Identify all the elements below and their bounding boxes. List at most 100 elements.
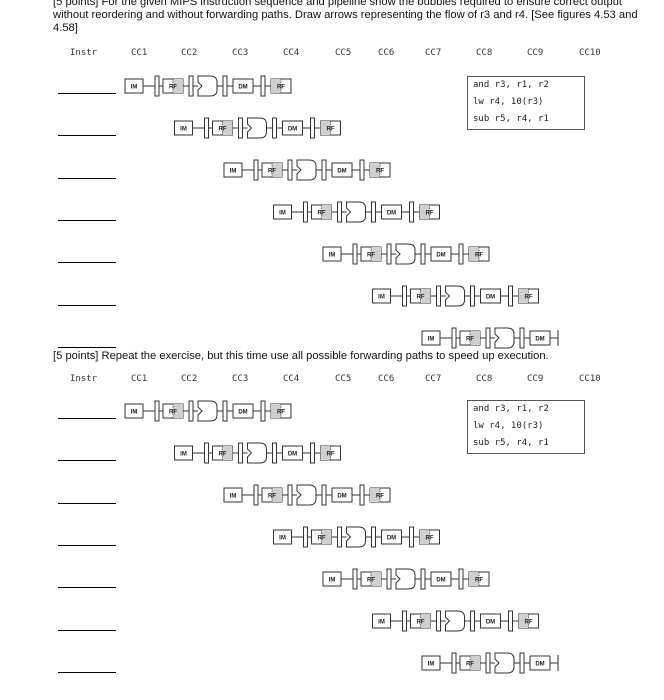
- cycle-header-cc1: CC1: [131, 48, 148, 58]
- rf-read-shade: [420, 614, 431, 628]
- pipeline-register: [420, 568, 426, 590]
- dm-label: DM: [436, 252, 445, 258]
- cycle-header-cc2: CC2: [181, 48, 198, 58]
- alu-shape: [395, 243, 416, 265]
- rf-write-label: RF: [277, 84, 285, 90]
- im-label: IM: [180, 451, 187, 457]
- code-line-2: lw r4, 10(r3): [473, 421, 544, 431]
- rf-read-shade: [173, 79, 183, 93]
- answer-blank-line[interactable]: [58, 587, 116, 589]
- answer-blank-line[interactable]: [58, 93, 116, 94]
- cycle-header-cc2: CC2: [181, 374, 198, 384]
- pipeline-register: [470, 610, 475, 632]
- dm-label: DM: [387, 210, 396, 216]
- im-label: IM: [180, 126, 187, 132]
- answer-blank-line[interactable]: [58, 460, 116, 462]
- rf-read-label: RF: [268, 493, 276, 499]
- code-line-1: and r3, r1, r2: [473, 404, 549, 414]
- pipeline-register: [359, 484, 365, 506]
- cycle-header-cc6: CC6: [378, 374, 395, 384]
- answer-blank-line[interactable]: [58, 346, 116, 348]
- rf-read-label: RF: [219, 126, 227, 132]
- pipeline-register: [337, 526, 342, 548]
- answer-blank-line[interactable]: [58, 135, 116, 137]
- rf-write-label: RF: [277, 409, 285, 415]
- rf-read-shade: [321, 530, 332, 544]
- rf-write-label: RF: [327, 126, 335, 132]
- rf-read-shade: [470, 656, 480, 670]
- pipeline-register: [451, 327, 457, 349]
- code-line-2: lw r4, 10(r3): [473, 97, 544, 107]
- rf-write-label: RF: [426, 535, 434, 541]
- answer-blank-line[interactable]: [58, 502, 116, 504]
- code-box-1: and r3, r1, r2 lw r4, 10(r3) sub r5, r4,…: [467, 76, 585, 130]
- rf-read-shade: [321, 205, 332, 219]
- answer-blank-line[interactable]: [58, 671, 116, 673]
- rf-read-label: RF: [268, 168, 276, 174]
- im-label: IM: [378, 294, 385, 300]
- alu-shape: [247, 117, 267, 139]
- cycle-header-cc5: CC5: [335, 48, 352, 58]
- dm-label: DM: [436, 577, 445, 583]
- rf-write-shade: [271, 404, 281, 418]
- rf-write-shade: [271, 79, 281, 93]
- rf-write-shade: [469, 247, 479, 261]
- pipeline-register: [204, 442, 209, 464]
- im-label: IM: [131, 84, 138, 90]
- alu-shape: [494, 652, 515, 674]
- rf-read-label: RF: [417, 294, 425, 300]
- pipeline-register: [458, 568, 464, 590]
- answer-blank-line[interactable]: [58, 629, 116, 631]
- answer-blank-line[interactable]: [58, 418, 116, 419]
- pipeline-register: [272, 442, 277, 464]
- rf-write-shade: [320, 446, 331, 460]
- pipeline-register: [485, 327, 491, 349]
- rf-write-label: RF: [525, 619, 533, 625]
- answer-blank-line[interactable]: [58, 262, 116, 264]
- pipeline-stage-group: IM RF DM RF: [174, 117, 341, 139]
- rf-write-shade: [469, 572, 479, 586]
- rf-write-shade: [320, 121, 331, 135]
- rf-read-shade: [371, 247, 381, 261]
- cycle-header-cc5: CC5: [335, 374, 352, 384]
- rf-read-shade: [222, 121, 233, 135]
- answer-blank-line[interactable]: [58, 177, 116, 179]
- code-line-3: sub r5, r4, r1: [473, 438, 549, 448]
- pipeline-register: [519, 652, 525, 674]
- im-label: IM: [378, 619, 385, 625]
- dm-label: DM: [288, 126, 297, 132]
- rf-read-label: RF: [367, 252, 375, 258]
- pipeline-register: [238, 442, 243, 464]
- code-box-2: and r3, r1, r2 lw r4, 10(r3) sub r5, r4,…: [467, 400, 585, 454]
- pipeline-register: [321, 484, 327, 506]
- answer-blank-line[interactable]: [58, 219, 116, 221]
- rf-read-label: RF: [466, 661, 474, 667]
- dm-label: DM: [535, 336, 544, 342]
- rf-read-shade: [272, 163, 282, 177]
- pipeline-register: [409, 526, 414, 548]
- dm-label: DM: [486, 619, 495, 625]
- dm-label: DM: [337, 493, 346, 499]
- rf-read-shade: [470, 331, 480, 345]
- pipeline-register: [154, 400, 160, 422]
- answer-blank-line[interactable]: [58, 304, 116, 306]
- pipeline-register: [519, 327, 525, 349]
- rf-write-label: RF: [376, 168, 384, 174]
- answer-blank-line[interactable]: [58, 544, 116, 546]
- alu-shape: [296, 159, 317, 181]
- rf-read-shade: [371, 572, 381, 586]
- im-label: IM: [329, 577, 336, 583]
- pipeline-register: [485, 652, 491, 674]
- pipeline-register: [287, 484, 293, 506]
- cycle-header-cc9: CC9: [527, 48, 544, 58]
